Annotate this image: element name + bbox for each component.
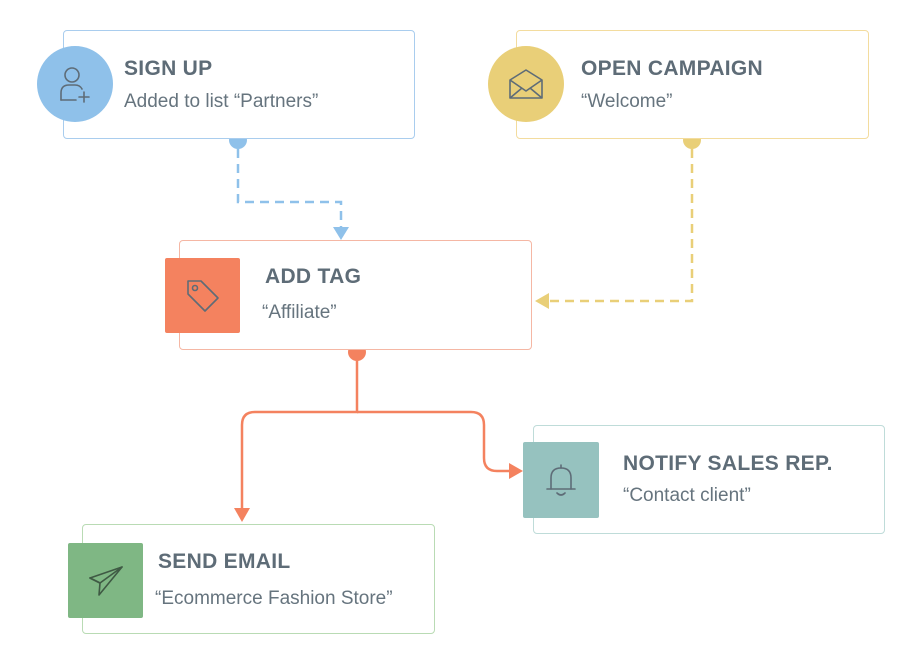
connector-line xyxy=(236,149,343,228)
node-title: NOTIFY SALES REP. xyxy=(623,452,833,475)
node-subtitle: “Ecommerce Fashion Store” xyxy=(155,588,393,609)
node-title: SIGN UP xyxy=(124,57,213,80)
connector-arrowhead xyxy=(333,227,349,240)
connector-arrowhead xyxy=(535,293,549,309)
connector-campaign-to-addtag xyxy=(535,131,701,309)
node-notify-sales-rep[interactable]: NOTIFY SALES REP. “Contact client” xyxy=(523,425,885,534)
connector-signup-to-addtag xyxy=(229,131,349,240)
node-subtitle: “Contact client” xyxy=(623,485,751,506)
add-user-icon xyxy=(37,46,113,122)
node-title: SEND EMAIL xyxy=(158,550,291,573)
node-open-campaign[interactable]: OPEN CAMPAIGN “Welcome” xyxy=(488,30,869,139)
node-subtitle: “Welcome” xyxy=(581,91,673,112)
node-sign-up[interactable]: SIGN UP Added to list “Partners” xyxy=(37,30,415,139)
connector-arrowhead xyxy=(234,508,250,522)
connector-addtag-branches xyxy=(234,343,523,522)
connector-line xyxy=(548,149,694,303)
bell-icon xyxy=(523,442,599,518)
node-subtitle: Added to list “Partners” xyxy=(124,91,319,112)
node-send-email[interactable]: SEND EMAIL “Ecommerce Fashion Store” xyxy=(68,524,435,634)
node-subtitle: “Affiliate” xyxy=(262,302,337,323)
connector-line-to-notify xyxy=(357,410,511,473)
node-add-tag[interactable]: ADD TAG “Affiliate” xyxy=(165,240,532,350)
tag-icon xyxy=(165,258,240,333)
node-title: OPEN CAMPAIGN xyxy=(581,57,764,80)
connector-arrowhead xyxy=(509,463,523,479)
paper-plane-icon xyxy=(68,543,143,618)
connector-line-to-sendemail xyxy=(240,361,359,509)
envelope-icon xyxy=(488,46,564,122)
node-title: ADD TAG xyxy=(265,265,362,288)
